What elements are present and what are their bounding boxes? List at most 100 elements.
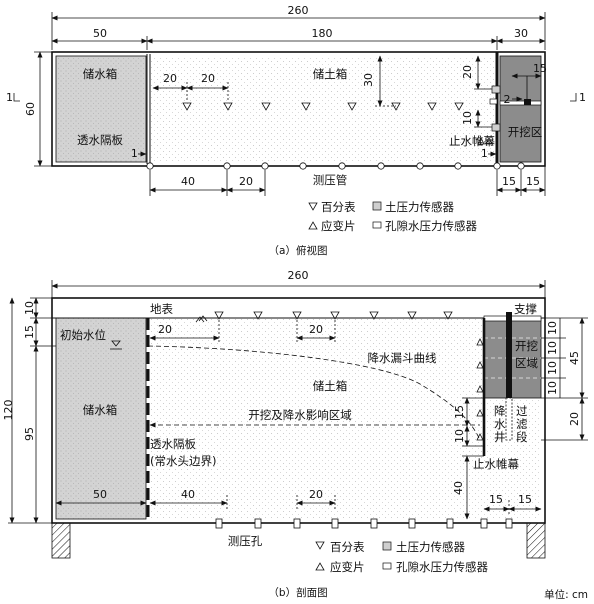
dim-top-total: 260 xyxy=(288,4,309,17)
label-well-2: 水 xyxy=(494,417,506,431)
section-view: 260 120 10 15 95 xyxy=(2,269,588,601)
strain-gauge-icon xyxy=(476,385,484,393)
strain-gauge-icon xyxy=(315,562,325,571)
legend-section: 百分表 土压力传感器 应变片 孔隙水压力传感器 xyxy=(315,540,488,574)
soil-pressure-sensor-icon xyxy=(491,85,501,94)
dial-gauges-top xyxy=(182,102,464,111)
dial-gauge-icon xyxy=(308,202,318,211)
dim-section-b15b: 15 xyxy=(518,493,532,506)
label-curtain-section: 止水帷幕 xyxy=(473,457,519,471)
label-filter-1: 过 xyxy=(516,404,528,418)
strain-gauge-icon xyxy=(485,137,493,145)
label-plate-sub: (常水头边界) xyxy=(150,454,216,468)
section-mark-right: 1 xyxy=(579,91,586,104)
dim-section-left-b: 15 xyxy=(23,325,36,339)
label-permeable-plate-top: 透水隔板 xyxy=(77,133,123,147)
label-support: 支撑 xyxy=(514,302,537,316)
legend-section-soil: 土压力传感器 xyxy=(396,540,465,554)
dial-gauge-icon xyxy=(261,102,271,111)
section-mark-inner-right: 1 xyxy=(481,148,488,160)
strain-gauge-icon xyxy=(477,137,485,145)
dim-section-left-total: 120 xyxy=(2,400,15,421)
pore-pressure-sensor-icon xyxy=(489,98,498,105)
dim-top-mid: 180 xyxy=(312,27,333,40)
drawdown-curve xyxy=(147,345,481,441)
dim-section-left-c: 95 xyxy=(23,427,36,441)
strain-gauge-icon xyxy=(476,433,484,441)
pore-pressure-sensor-icon xyxy=(372,221,382,229)
dim-section-v10: 10 xyxy=(453,429,466,443)
dial-gauges-section xyxy=(214,311,453,320)
dim-right-c: 10 xyxy=(546,361,559,375)
dim-section-left-a: 10 xyxy=(23,301,36,315)
label-cutoff-curtain-top: 止水帷幕 xyxy=(449,134,495,148)
unit-label: 单位: cm xyxy=(544,588,588,601)
soil-pressure-sensor-icon xyxy=(382,541,392,551)
label-soil-box-section: 储土箱 xyxy=(313,379,348,393)
dial-gauge-icon xyxy=(443,311,453,320)
dim-top-sp2: 20 xyxy=(201,72,215,85)
soil-box-section xyxy=(150,318,541,519)
label-filter-2: 滤 xyxy=(516,417,528,431)
dim-top-right: 30 xyxy=(514,27,528,40)
label-drawdown-curve: 降水漏斗曲线 xyxy=(368,351,437,365)
piezometer-holes-section xyxy=(215,518,513,529)
dial-gauge-icon xyxy=(347,102,357,111)
dim-section-h40: 40 xyxy=(181,488,195,501)
dim-right-d: 10 xyxy=(546,381,559,395)
dial-gauge-icon xyxy=(427,102,437,111)
legend-top-strain: 应变片 xyxy=(321,219,356,233)
caption-top-view: （a）俯视图 xyxy=(269,244,328,257)
label-excavation-2: 区域 xyxy=(515,356,538,370)
label-well-3: 井 xyxy=(494,430,506,444)
legend-top-dial: 百分表 xyxy=(321,200,356,214)
label-initial-water: 初始水位 xyxy=(60,328,106,342)
dim-top-h15: 15 xyxy=(533,62,547,75)
label-water-tank-top: 储水箱 xyxy=(83,67,118,81)
piezometer-tubes-top xyxy=(146,162,525,170)
dial-gauge-icon xyxy=(253,311,263,320)
dim-top-v20: 20 xyxy=(461,65,474,79)
legend-top: 百分表 土压力传感器 应变片 孔隙水压力传感器 xyxy=(308,200,477,233)
caption-section-view: （b）剖面图 xyxy=(268,586,327,599)
label-influence-zone: 开挖及降水影响区域 xyxy=(248,408,352,422)
dim-section-total: 260 xyxy=(288,269,309,282)
strain-gauge-icon xyxy=(308,221,318,230)
pore-pressure-sensor-icon xyxy=(382,562,392,570)
dim-top-bottom-b: 20 xyxy=(239,175,253,188)
label-excavation-1: 开挖 xyxy=(515,339,538,353)
dim-section-h20a: 20 xyxy=(158,323,172,336)
dim-section-v15: 15 xyxy=(453,405,466,419)
soil-pressure-sensor-icon xyxy=(372,201,382,211)
dial-gauge-icon xyxy=(315,541,325,550)
water-tank-top xyxy=(55,55,147,163)
dial-gauge-icon xyxy=(369,311,379,320)
section-mark-inner-left: 1 xyxy=(131,148,138,160)
dim-top-two: 2 xyxy=(504,93,511,106)
soil-box-top xyxy=(150,56,496,162)
top-view: 260 50 180 30 60 1 1 储水箱 储土箱 透水隔板 xyxy=(6,4,586,257)
label-well-1: 降 xyxy=(494,404,506,418)
water-tank-section xyxy=(55,317,147,520)
legend-top-soil: 土压力传感器 xyxy=(385,200,454,214)
dial-gauge-icon xyxy=(223,102,233,111)
dial-gauge-icon xyxy=(407,311,417,320)
filter-section xyxy=(505,397,513,441)
label-piezometer-top: 测压管 xyxy=(313,173,348,187)
label-soil-box-top: 储土箱 xyxy=(313,67,348,81)
dim-right-a: 10 xyxy=(546,321,559,335)
label-excavation-top: 开挖区 xyxy=(508,125,543,139)
soil-pressure-sensor-icon xyxy=(491,123,501,132)
dim-right-f: 20 xyxy=(568,412,581,426)
strain-gauge-icon xyxy=(476,338,484,346)
label-piezometer-hole: 测压孔 xyxy=(228,534,263,548)
dim-top-sp1: 20 xyxy=(163,72,177,85)
dim-section-h20b: 20 xyxy=(309,323,323,336)
right-dims-section: 10 10 10 10 45 20 xyxy=(541,317,588,441)
strain-gauge-icon xyxy=(476,361,484,369)
dial-gauge-icon xyxy=(391,102,401,111)
dial-gauge-icon xyxy=(301,102,311,111)
dial-gauge-icon xyxy=(292,311,302,320)
